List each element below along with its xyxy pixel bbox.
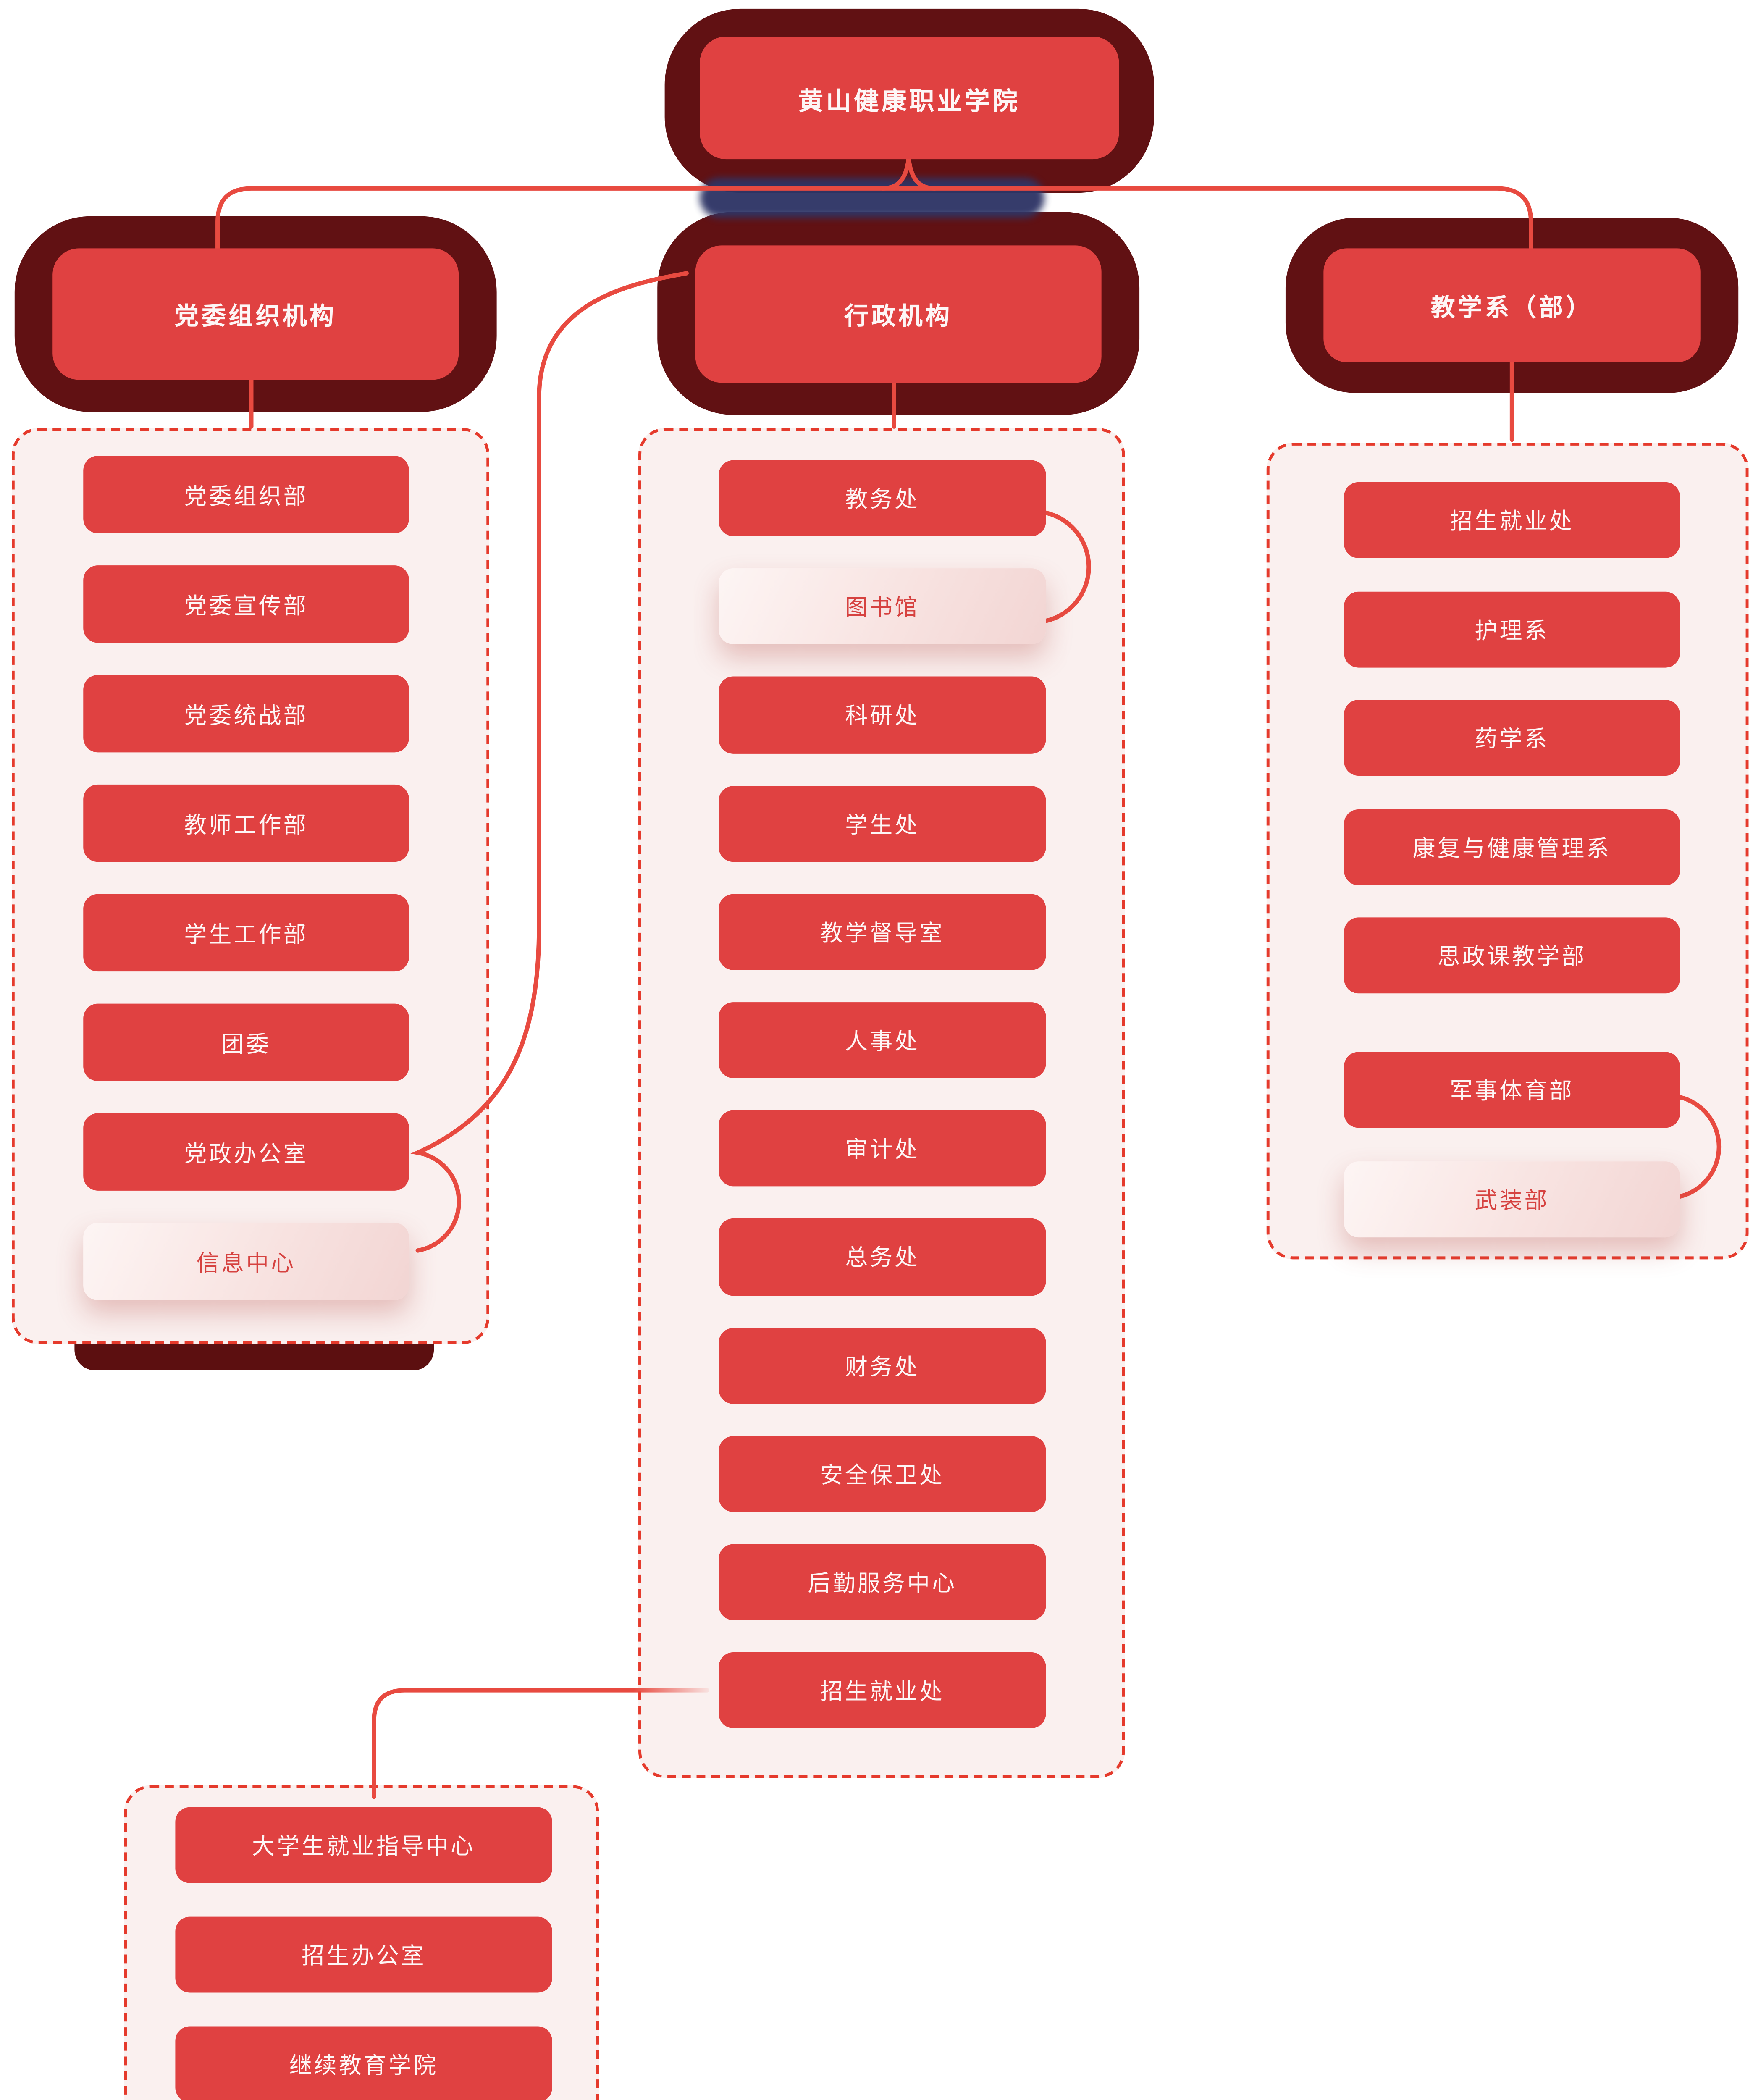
org-node: 护理系 (1344, 591, 1680, 667)
org-node-label: 武装部 (1475, 1188, 1549, 1213)
org-node: 图书馆 (719, 568, 1046, 645)
org-node: 教学督导室 (719, 893, 1046, 970)
org-node-label: 后勤服务中心 (808, 1572, 957, 1597)
org-node: 思政课教学部 (1344, 917, 1680, 994)
header-party-label: 党委组织机构 (174, 304, 337, 331)
org-node: 审计处 (719, 1110, 1046, 1187)
header-admin: 行政机构 (695, 245, 1102, 383)
org-node-label: 大学生就业指导中心 (252, 1835, 476, 1860)
org-node-label: 军事体育部 (1450, 1079, 1574, 1105)
column-enrollment-sub-items: 大学生就业指导中心 招生办公室 继续教育学院 (175, 1807, 552, 2100)
org-node: 军事体育部 (1344, 1052, 1680, 1128)
org-node-label: 总务处 (845, 1247, 920, 1272)
org-node: 党政办公室 (83, 1113, 409, 1191)
org-node-label: 学生处 (845, 813, 920, 838)
org-node-label: 团委 (221, 1032, 271, 1057)
connector-jiaowuchu-library-loop (1044, 510, 1091, 623)
navy-accent-pill (700, 178, 1045, 218)
org-node-label: 教务处 (845, 488, 920, 513)
org-node: 党委统战部 (83, 675, 409, 753)
org-node: 学生工作部 (83, 894, 409, 972)
org-node-label: 党委统战部 (184, 703, 308, 728)
org-node-label: 继续教育学院 (289, 2054, 438, 2079)
org-node-label: 党委组织部 (184, 484, 308, 509)
header-teaching-label: 教学系（部） (1431, 295, 1593, 322)
column-party-items: 党委组织部 党委宣传部 党委统战部 教师工作部 学生工作部 团委 党政办公室 信… (83, 456, 409, 1300)
org-node-label: 安全保卫处 (820, 1463, 945, 1488)
root-node: 黄山健康职业学院 (700, 36, 1119, 160)
org-node: 学生处 (719, 785, 1046, 862)
org-node: 招生就业处 (719, 1652, 1046, 1729)
org-node: 招生就业处 (1344, 482, 1680, 558)
connector-military-armed-loop (1677, 1095, 1722, 1199)
connector-enrollment-branch (372, 1688, 709, 1799)
org-node: 康复与健康管理系 (1344, 808, 1680, 885)
org-node-label: 财务处 (845, 1355, 920, 1380)
org-node-label: 党委宣传部 (184, 593, 308, 619)
header-teaching: 教学系（部） (1323, 248, 1701, 362)
org-node: 团委 (83, 1003, 409, 1081)
org-node-label: 招生就业处 (1450, 509, 1574, 535)
org-node: 继续教育学院 (175, 2026, 552, 2100)
header-admin-label: 行政机构 (844, 304, 953, 331)
org-node: 人事处 (719, 1002, 1046, 1079)
org-node: 安全保卫处 (719, 1436, 1046, 1512)
org-node-label: 图书馆 (845, 596, 920, 622)
org-node: 财务处 (719, 1327, 1046, 1404)
column-admin-items: 教务处 图书馆 科研处 学生处 教学督导室 人事处 审计处 总务处 财务处 安全… (719, 460, 1046, 1729)
org-node: 后勤服务中心 (719, 1544, 1046, 1620)
org-node-label: 审计处 (845, 1138, 920, 1163)
column-teaching-items: 招生就业处 护理系 药学系 康复与健康管理系 思政课教学部 军事体育部 武装部 (1344, 482, 1680, 1237)
header-party: 党委组织机构 (52, 248, 459, 380)
org-node-label: 护理系 (1475, 619, 1549, 644)
org-node-label: 招生就业处 (820, 1680, 945, 1705)
org-node-label: 信息中心 (196, 1251, 296, 1276)
org-node-label: 学生工作部 (184, 922, 308, 948)
org-node-label: 教师工作部 (184, 813, 308, 838)
org-node: 大学生就业指导中心 (175, 1807, 552, 1883)
org-node-label: 康复与健康管理系 (1412, 836, 1611, 861)
org-node-label: 招生办公室 (302, 1944, 426, 1969)
org-node: 信息中心 (83, 1223, 409, 1300)
org-node-label: 教学督导室 (820, 921, 945, 947)
connector-top-bar (215, 186, 1533, 270)
org-node-label: 党政办公室 (184, 1142, 308, 1167)
connector-admin-to-party-office-curve (410, 271, 689, 1253)
org-node: 教务处 (719, 460, 1046, 537)
org-node: 教师工作部 (83, 784, 409, 862)
org-node-label: 思政课教学部 (1437, 945, 1587, 970)
org-node: 武装部 (1344, 1160, 1680, 1237)
org-node: 招生办公室 (175, 1916, 552, 1993)
org-node: 党委宣传部 (83, 565, 409, 643)
root-node-label: 黄山健康职业学院 (798, 87, 1021, 115)
org-node: 总务处 (719, 1219, 1046, 1295)
org-node-label: 科研处 (845, 705, 920, 730)
org-node: 药学系 (1344, 700, 1680, 776)
org-node-label: 人事处 (845, 1030, 920, 1055)
org-node: 科研处 (719, 677, 1046, 753)
org-node: 党委组织部 (83, 456, 409, 533)
org-node-label: 药学系 (1475, 727, 1549, 753)
